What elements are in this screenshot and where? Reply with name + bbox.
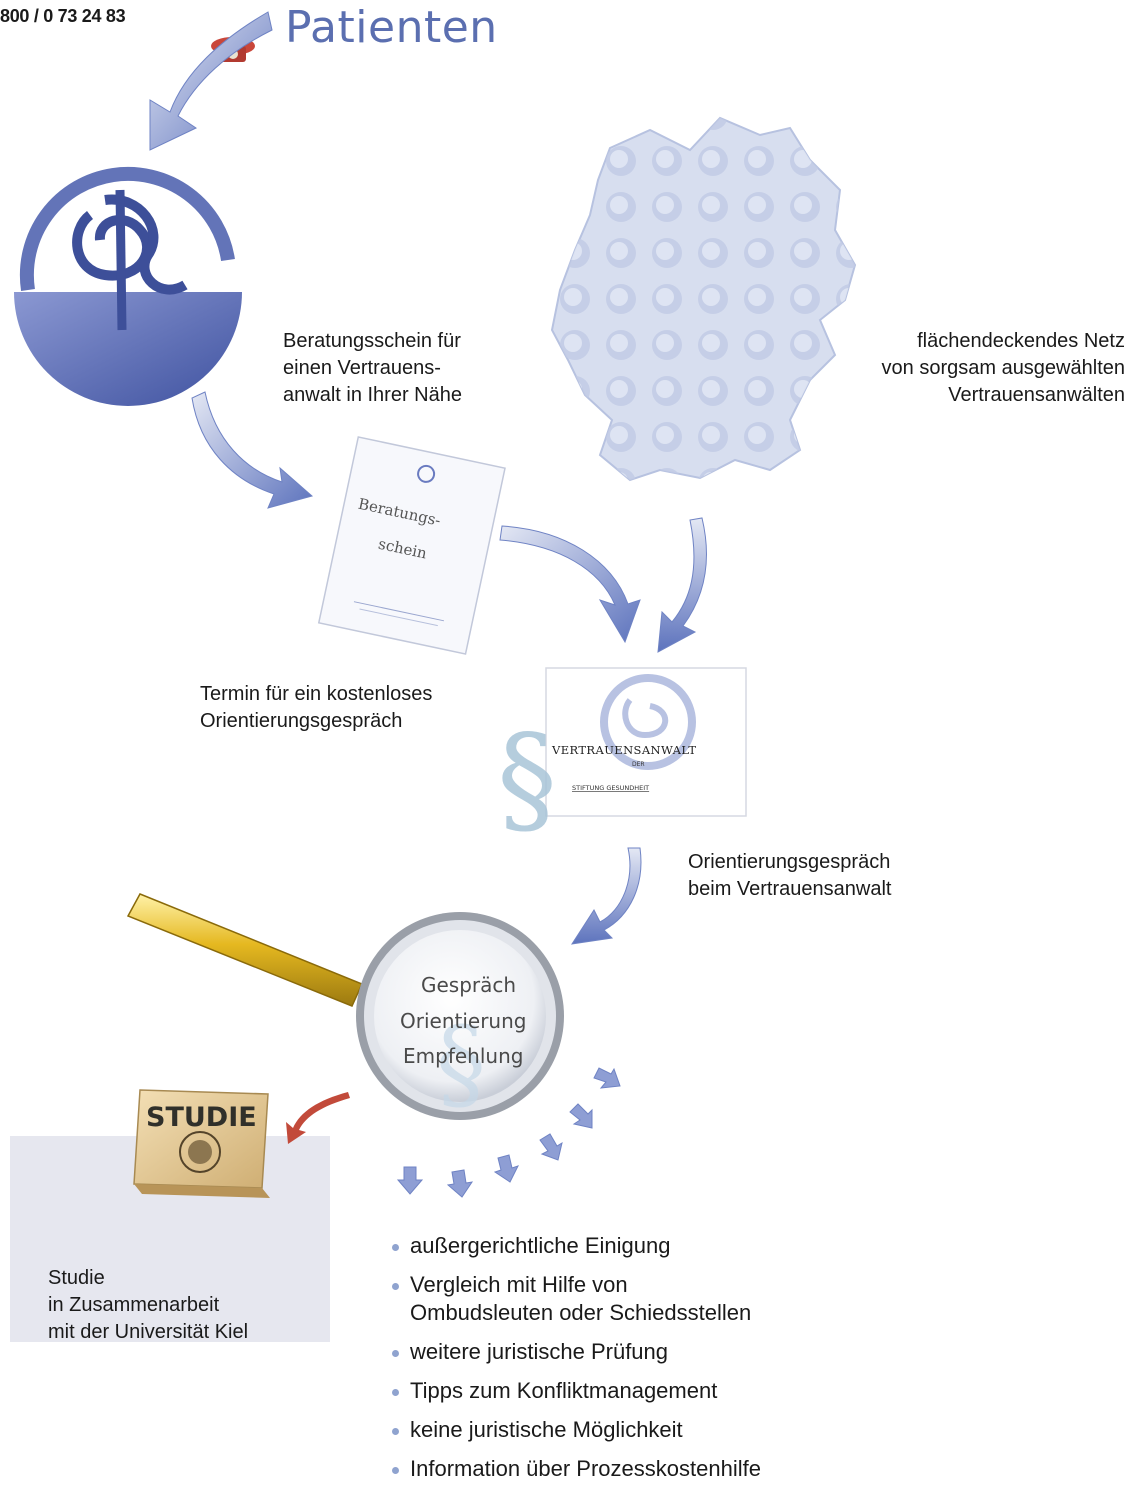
outcome-item: außergerichtliche Einigung <box>388 1232 888 1260</box>
gespraech-caption: Orientierungsgespräch beim Vertrauensanw… <box>688 851 892 900</box>
magnifier-icon: § Gespräch Orientierung Empfehlung <box>126 893 564 1122</box>
studie-panel: STUDIE <box>10 1089 330 1342</box>
outcome-item: keine juristische Möglichkeit <box>388 1416 888 1444</box>
arrow-map-to-badge <box>657 517 707 653</box>
outcome-list: außergerichtliche Einigung Vergleich mit… <box>388 1232 888 1494</box>
svg-text:§: § <box>497 710 557 849</box>
arrow-phone-to-logo <box>149 11 273 151</box>
lens-word-3: Empfehlung <box>403 1044 523 1068</box>
outcome-item: Tipps zum Konfliktmanagement <box>388 1377 888 1405</box>
outcome-item: Information über Prozesskostenhilfe <box>388 1455 888 1483</box>
arrow-logo-to-card <box>191 391 314 509</box>
netz-caption: flächendeckendes Netz von sorgsam ausgew… <box>881 330 1125 406</box>
termin-caption: Termin für ein kostenloses Orientierungs… <box>200 683 433 732</box>
studie-label: STUDIE <box>146 1102 257 1133</box>
outcome-item: weitere juristische Prüfung <box>388 1338 888 1366</box>
foundation-logo <box>14 166 242 406</box>
arrow-badge-to-magnifier <box>570 847 642 945</box>
patienten-label: Patienten <box>285 2 498 53</box>
vertrauensanwalt-badge: § VERTRAUENSANWALT DER STIFTUNG GESUNDHE… <box>497 667 747 849</box>
phone-number: 800 / 0 73 24 83 <box>0 6 126 26</box>
outcome-arrows <box>396 1067 621 1198</box>
beratungsschein-caption: Beratungsschein für einen Vertrauens- an… <box>283 330 462 406</box>
germany-map <box>550 116 857 482</box>
lens-word-1: Gespräch <box>421 973 516 997</box>
arrow-card-to-badge <box>499 525 641 644</box>
arrow-to-studie <box>286 1092 350 1144</box>
svg-text:§: § <box>436 1005 486 1122</box>
studie-caption: Studie in Zusammenarbeit mit der Univers… <box>48 1267 249 1343</box>
badge-subtitle: STIFTUNG GESUNDHEIT <box>572 784 649 792</box>
badge-small: DER <box>632 761 645 768</box>
outcome-item: Vergleich mit Hilfe von Ombudsleuten ode… <box>388 1271 888 1327</box>
badge-title: VERTRAUENSANWALT <box>551 743 697 757</box>
lens-word-2: Orientierung <box>400 1009 526 1033</box>
beratungsschein-card: Beratungs- schein <box>317 436 506 655</box>
